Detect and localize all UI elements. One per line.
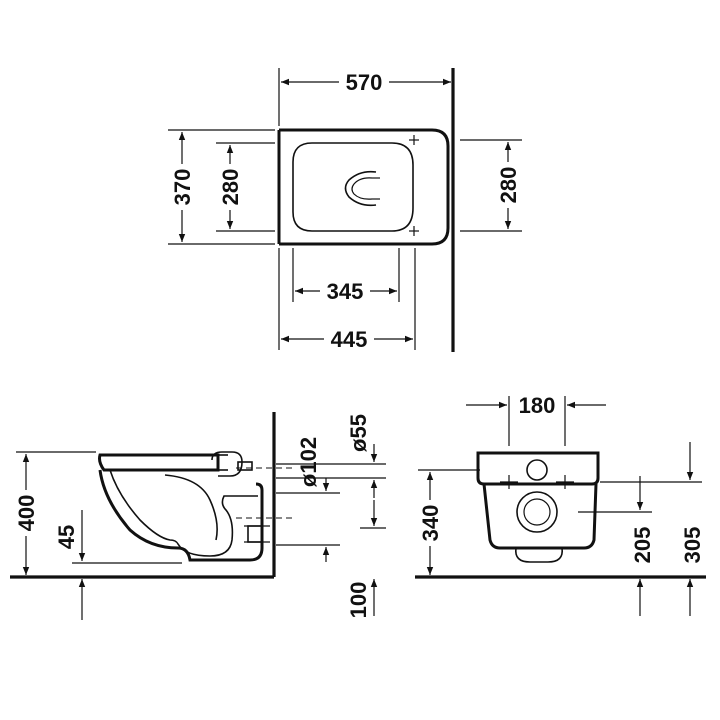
dim-label-width: 180 bbox=[519, 393, 556, 418]
dim-label-height: 400 bbox=[14, 495, 39, 532]
dim-label-floor-offset: 45 bbox=[54, 525, 79, 549]
front-view-inlet-hole bbox=[526, 459, 548, 481]
dim-label-bowl-length: 345 bbox=[327, 279, 364, 304]
side-view-bowl-inner bbox=[109, 469, 258, 557]
side-view-outlet bbox=[247, 525, 263, 543]
side-view-body-outline bbox=[98, 469, 264, 562]
side-view: 400 45 ø102 ø55 100 bbox=[10, 412, 386, 620]
dim-label-water-inlet: ø55 bbox=[346, 414, 371, 452]
dim-label-width-inner-left: 280 bbox=[218, 169, 243, 206]
dim-label-width-inner-right: 280 bbox=[496, 167, 521, 204]
front-view-outlet bbox=[514, 547, 564, 563]
dim-label-seat-height: 340 bbox=[418, 505, 443, 542]
top-view: 570 370 280 280 345 445 bbox=[168, 68, 522, 352]
front-view-rim bbox=[476, 451, 600, 486]
dim-label-drain-pipe: ø102 bbox=[296, 437, 321, 487]
top-view-body-outline bbox=[279, 128, 450, 246]
dim-label-drain-height: 205 bbox=[630, 527, 655, 564]
front-view-body-outline bbox=[482, 483, 598, 550]
top-view-mounting-hole-bottom bbox=[409, 226, 419, 236]
side-view-seat bbox=[98, 453, 220, 472]
top-view-mounting-hole-top bbox=[409, 135, 419, 145]
dim-label-body-length: 445 bbox=[331, 327, 368, 352]
top-view-drain-opening bbox=[344, 170, 377, 207]
dim-label-drain-floor-offset: 100 bbox=[346, 582, 371, 619]
top-view-bowl-outline bbox=[292, 142, 414, 232]
dim-label-inlet-height: 305 bbox=[680, 527, 705, 564]
front-view: 180 340 205 305 bbox=[415, 393, 706, 616]
dim-label-length: 570 bbox=[346, 70, 383, 95]
front-view-fixing-right bbox=[556, 475, 574, 489]
dim-label-width-outer: 370 bbox=[170, 169, 195, 206]
front-view-drain-hole bbox=[516, 491, 558, 533]
front-view-fixing-left bbox=[500, 475, 518, 489]
side-view-hinge bbox=[211, 451, 243, 477]
side-view-trapway bbox=[164, 474, 218, 541]
